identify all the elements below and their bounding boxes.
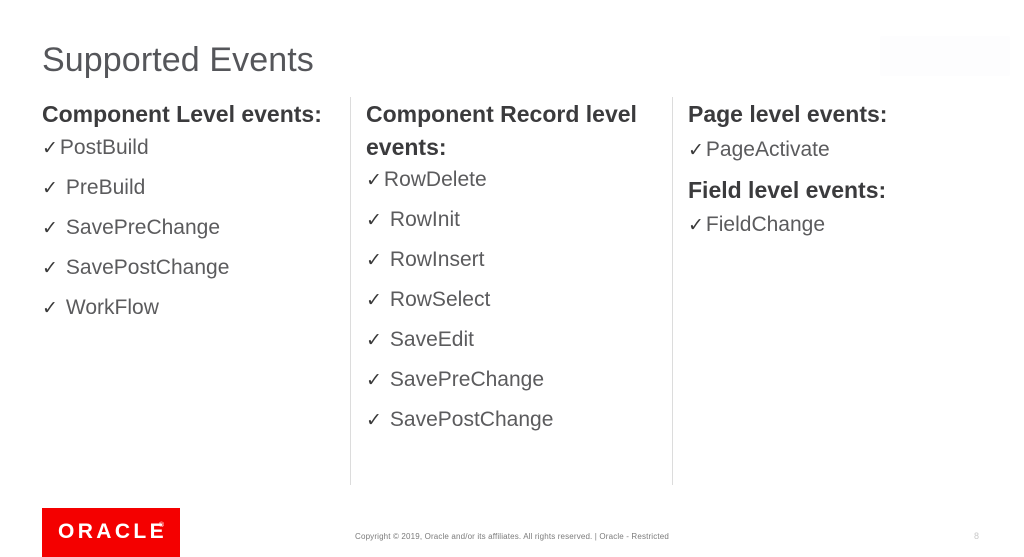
list-item-label: RowInsert [389,248,485,272]
page-number: 8 [974,531,980,541]
column-divider-2 [672,97,673,485]
list-item-label: FieldChange [705,213,826,237]
check-icon: ✓ [366,170,382,192]
list-item: ✓PageActivate [688,139,988,160]
check-icon: ✓ [42,257,58,279]
event-list-component-record-level: ✓RowDelete ✓RowInit ✓RowInsert ✓RowSelec… [366,169,656,430]
event-list-page-level: ✓PageActivate [688,139,988,160]
oracle-wordmark: ORACLE [57,520,168,543]
column-heading-page-level: Page level events: [688,101,888,127]
list-item: ✓ RowInit [366,209,656,230]
list-item: ✓ SavePostChange [42,257,332,278]
check-icon: ✓ [688,139,704,161]
list-item: ✓PostBuild [42,137,332,158]
list-item-label: SavePreChange [389,368,545,392]
list-item-label: PreBuild [65,175,146,199]
event-list-component-level: ✓PostBuild ✓PreBuild ✓SavePreChange ✓Sav… [42,137,332,318]
copyright-text: Copyright © 2019, Oracle and/or its affi… [355,532,669,541]
column-component-record-level: Component Record level events: ✓RowDelet… [366,98,656,449]
check-icon: ✓ [366,370,382,392]
column-page-and-field-level: Page level events: ✓PageActivate Field l… [688,98,988,249]
registered-trademark-icon: ® [158,522,164,529]
check-icon: ✓ [688,215,704,237]
column-component-level: Component Level events: ✓PostBuild ✓PreB… [42,98,332,337]
check-icon: ✓ [42,137,58,159]
list-item: ✓ SavePreChange [366,369,656,390]
check-icon: ✓ [366,410,382,432]
check-icon: ✓ [366,210,382,232]
list-item-label: PostBuild [59,135,149,159]
list-item-label: SavePostChange [65,255,230,279]
check-icon: ✓ [42,177,58,199]
list-item: ✓ SaveEdit [366,329,656,350]
column-heading-component-level: Component Level events: [42,101,322,127]
list-item: ✓ RowInsert [366,249,656,270]
check-icon: ✓ [42,217,58,239]
oracle-logo: ORACLE ® [42,508,180,557]
list-item: ✓ SavePreChange [42,217,332,238]
list-item: ✓ PreBuild [42,177,332,198]
list-item: ✓ SavePostChange [366,409,656,430]
check-icon: ✓ [366,250,382,272]
check-icon: ✓ [42,297,58,319]
list-item-label: SavePostChange [389,408,554,432]
list-item-label: RowInit [389,208,460,232]
list-item-label: SaveEdit [389,328,474,352]
list-item-label: SavePreChange [65,215,221,239]
check-icon: ✓ [366,290,382,312]
page-title: Supported Events [42,41,314,79]
list-item: ✓ WorkFlow [42,297,332,318]
list-item: ✓FieldChange [688,214,988,235]
column-heading-component-record-level: Component Record level events: [366,101,637,160]
column-heading-field-level: Field level events: [688,176,887,203]
column-divider-1 [350,97,351,485]
event-list-field-level: ✓FieldChange [688,214,988,235]
list-item-label: WorkFlow [65,295,159,319]
list-item-label: RowSelect [389,288,491,312]
check-icon: ✓ [366,330,382,352]
list-item-label: PageActivate [705,137,830,161]
list-item: ✓RowDelete [366,169,656,190]
list-item: ✓ RowSelect [366,289,656,310]
list-item-label: RowDelete [383,168,487,192]
watermark-decoration [880,36,1010,76]
